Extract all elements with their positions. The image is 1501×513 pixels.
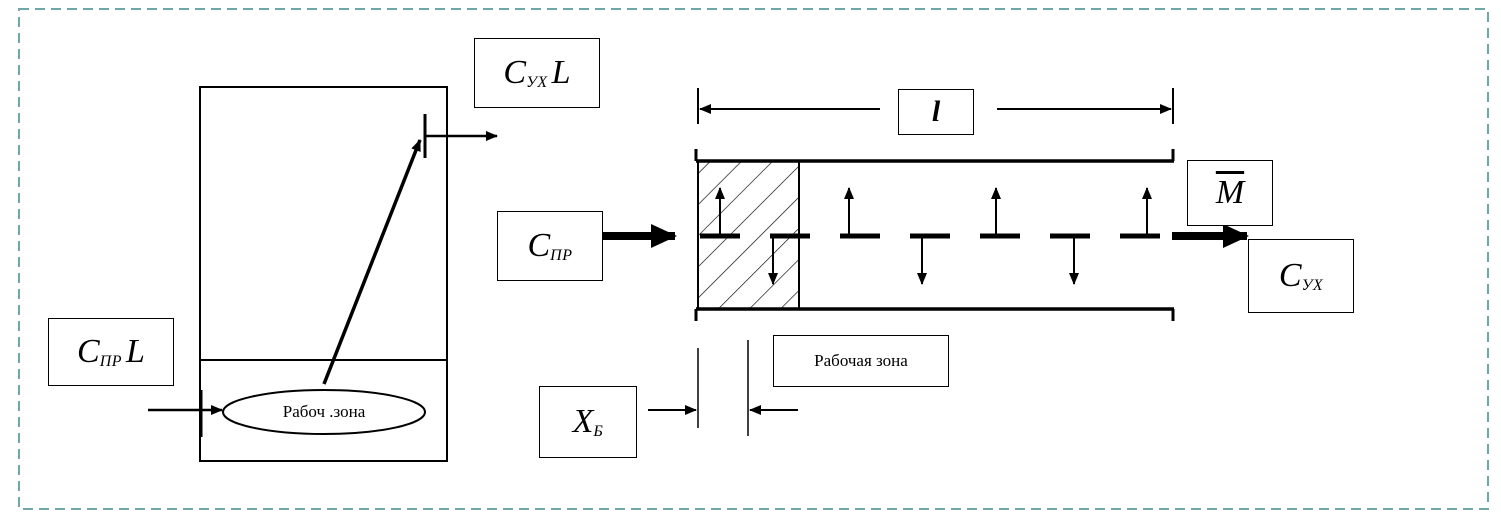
right-diagram [603, 88, 1249, 436]
tube-c-uh-main: C [1278, 257, 1302, 294]
flow-m: M [1215, 174, 1245, 211]
length-label: l [931, 95, 941, 128]
label-c-uh-l: C УХ L [474, 38, 600, 108]
c-pr-l-tail: L [126, 333, 145, 370]
left-diagram [148, 86, 498, 462]
apparatus-vessel [199, 86, 448, 462]
tube-c-pr-sub: ПР [550, 247, 573, 264]
x-b-main: X [572, 403, 594, 440]
tube-c-pr-main: C [527, 227, 551, 264]
label-c-pr-l: C ПР L [48, 318, 174, 386]
label-tube-c-pr: C ПР [497, 211, 603, 281]
length-label-box: l [898, 89, 974, 135]
right-work-zone-label-box: Рабочая зона [773, 335, 949, 387]
tube-c-uh-sub: УХ [1301, 277, 1324, 294]
label-x-b: X Б [539, 386, 637, 458]
c-uh-l-main: C [503, 54, 527, 91]
c-pr-l-main: C [77, 333, 100, 370]
right-work-zone-label: Рабочая зона [814, 351, 908, 370]
label-tube-c-uh: C УХ [1248, 239, 1354, 313]
left-work-zone-label: Рабоч .зона [282, 402, 366, 421]
c-pr-l-sub: ПР [99, 353, 123, 370]
outer-frame [18, 8, 1489, 510]
label-flow-m: M [1187, 160, 1273, 226]
rising-arrow [322, 139, 422, 385]
c-uh-l-tail: L [551, 54, 571, 91]
work-zone-ellipse [222, 389, 426, 435]
x-b-sub: Б [593, 423, 604, 440]
c-uh-l-sub: УХ [526, 74, 548, 91]
